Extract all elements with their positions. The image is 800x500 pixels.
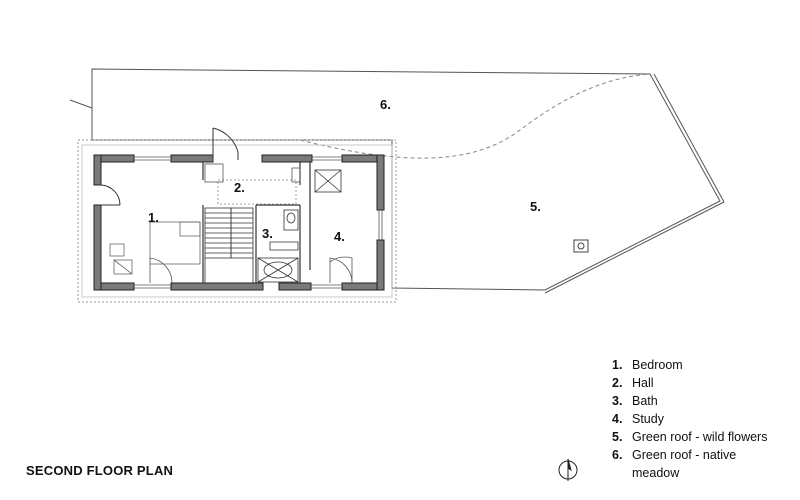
legend-number: 5. [612, 430, 623, 444]
bath-fixtures [255, 209, 299, 283]
plan-title: SECOND FLOOR PLAN [26, 463, 174, 478]
legend-item: 5. Green roof - wild flowers [612, 428, 782, 446]
hall-cabinet [204, 163, 224, 183]
stair [204, 207, 254, 283]
legend-label: Bath [632, 394, 658, 408]
legend-item: 4. Study [612, 410, 782, 428]
room-legend: 1. Bedroom 2. Hall 3. Bath 4. Study 5. G… [612, 356, 782, 482]
legend-number: 2. [612, 376, 623, 390]
legend-number: 6. [612, 448, 623, 462]
roof-edge-line-lower [544, 201, 725, 294]
legend-item: 3. Bath [612, 392, 782, 410]
room-label-bedroom: 1. [148, 210, 159, 225]
exterior-walls [93, 154, 385, 291]
hall-shelf [291, 167, 301, 183]
bedroom-furniture [109, 221, 201, 275]
bedroom-door-swing [149, 257, 173, 284]
study-door-swing-2 [329, 256, 353, 283]
roof-door-swing [212, 127, 239, 162]
room-label-native-meadow: 6. [380, 97, 391, 112]
room-label-wild-flowers: 5. [530, 199, 541, 214]
legend-label: Hall [632, 376, 654, 390]
study-door-swing [329, 257, 353, 284]
legend-label: Bedroom [632, 358, 683, 372]
eave-outline [77, 139, 397, 303]
room-label-study: 4. [334, 229, 345, 244]
study-skylight [314, 169, 342, 193]
meadow-boundary-curve [299, 73, 651, 159]
legend-item: 6. Green roof - native meadow [612, 446, 782, 482]
roof-drain-circle [577, 242, 585, 250]
legend-number: 4. [612, 412, 623, 426]
left-door-swing [100, 184, 121, 206]
legend-item: 1. Bedroom [612, 356, 782, 374]
room-label-hall: 2. [234, 180, 245, 195]
roof-access-line [69, 99, 93, 109]
roof-drain-icon [573, 239, 589, 253]
legend-label: Green roof - wild flowers [632, 430, 768, 444]
legend-number: 1. [612, 358, 623, 372]
legend-label: Study [632, 412, 664, 426]
legend-item: 2. Hall [612, 374, 782, 392]
roof-edge-line [653, 73, 725, 203]
hall-dashed-outline [217, 179, 297, 205]
legend-label: Green roof - native meadow [632, 448, 737, 480]
window-lines [134, 156, 383, 289]
legend-number: 3. [612, 394, 623, 408]
green-roof-outline [91, 68, 721, 291]
north-arrow-icon [558, 458, 578, 481]
interior-partitions [202, 162, 311, 283]
room-label-bath: 3. [262, 226, 273, 241]
house-outer-line [81, 144, 393, 298]
